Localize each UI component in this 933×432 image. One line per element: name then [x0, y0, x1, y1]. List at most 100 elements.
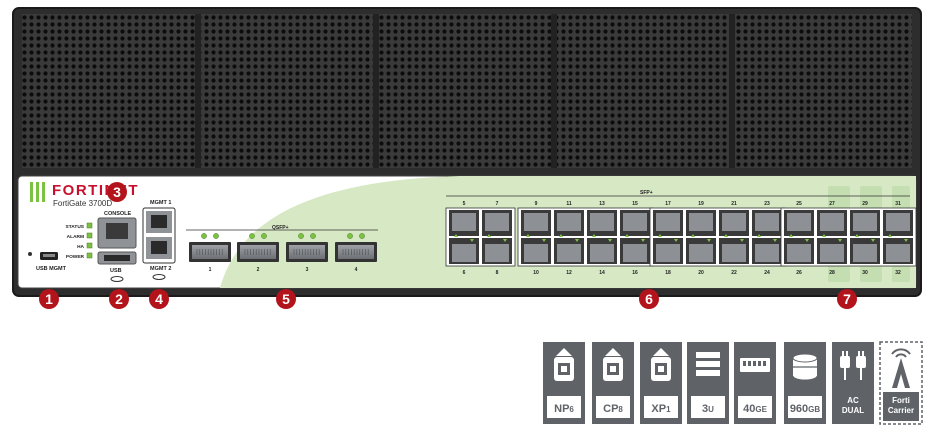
callout-5: 5	[276, 289, 296, 309]
sfp-port-label: 18	[665, 270, 671, 276]
usb-label: USB	[110, 268, 122, 274]
sfp-port-12	[554, 238, 584, 264]
feature-label: 960GB	[790, 403, 821, 415]
feature-label: 40GE	[743, 403, 767, 415]
sfp-port-15	[620, 210, 650, 237]
callout-7: 7	[837, 289, 857, 309]
feature-tile-5: 40GE	[734, 342, 776, 424]
sfp-port-20	[686, 238, 716, 264]
sfp-port-label: 26	[796, 270, 802, 276]
sfp-port-label: 9	[535, 201, 538, 207]
feature-label-line2: DUAL	[842, 406, 864, 415]
sfp-port-label: 27	[829, 201, 835, 207]
sfp-port-8	[482, 238, 512, 264]
feature-label: XP1	[651, 403, 671, 415]
sfp-port-label: 6	[463, 270, 466, 276]
chip-upload-icon	[603, 348, 623, 381]
sfp-port-17	[653, 210, 683, 237]
sfp-port-label: 15	[632, 201, 638, 207]
status-led-power	[86, 252, 93, 259]
sfp-port-16	[620, 238, 650, 264]
usb-mgmt-port: USB MGMT	[28, 252, 67, 272]
sfp-port-label: 20	[698, 270, 704, 276]
sfp-port-label: 23	[764, 201, 770, 207]
sfp-port-label: 5	[463, 201, 466, 207]
sfp-port-label: 22	[731, 270, 737, 276]
mgmt2-label: MGMT 2	[150, 266, 171, 272]
callout-1: 1	[39, 289, 59, 309]
qsfp-port-2: 2	[237, 233, 279, 273]
sfp-port-24	[752, 238, 782, 264]
ac-plug-icon	[840, 351, 866, 380]
sfp-port-label: 13	[599, 201, 605, 207]
usb-mgmt-label: USB MGMT	[36, 266, 67, 272]
sfp-port-label: 28	[829, 270, 835, 276]
callout-number: 5	[282, 291, 290, 307]
sfp-port-19	[686, 210, 716, 237]
sfp-port-23	[752, 210, 782, 237]
sfp-port-18	[653, 238, 683, 264]
sfp-port-25	[784, 210, 814, 237]
sfp-port-label: 31	[895, 201, 901, 207]
status-led-label-alarm: ALARM	[67, 234, 84, 240]
sfp-port-14	[587, 238, 617, 264]
sfp-port-26	[784, 238, 814, 264]
sfp-port-label: 30	[862, 270, 868, 276]
callout-number: 4	[155, 291, 163, 307]
feature-tile-3: XP1	[640, 342, 682, 424]
mgmt-ports: MGMT 1 MGMT 2	[142, 200, 176, 280]
sfp-port-29	[850, 210, 880, 237]
callout-number: 7	[843, 291, 851, 307]
sfp-port-30	[850, 238, 880, 264]
database-icon	[792, 353, 818, 381]
feature-label: AC	[847, 396, 859, 405]
feature-tile-1: NP6	[543, 342, 585, 424]
sfp-port-label: 11	[566, 201, 572, 207]
callout-6: 6	[639, 289, 659, 309]
feature-tile-4: 3U	[687, 342, 729, 424]
sfp-port-label: 21	[731, 201, 737, 207]
qsfp-port-4: 4	[335, 233, 377, 273]
status-led-alarm	[86, 232, 93, 239]
qsfp-port-3: 3	[286, 233, 328, 273]
sfp-label: SFP+	[640, 190, 653, 196]
sfp-port-31	[883, 210, 913, 237]
qsfp-port-1: 1	[189, 233, 231, 273]
sfp-port-label: 25	[796, 201, 802, 207]
sfp-port-label: 17	[665, 201, 671, 207]
sfp-port-label: 8	[496, 270, 499, 276]
callout-number: 2	[115, 291, 123, 307]
sfp-port-label: 19	[698, 201, 704, 207]
sfp-port-label: 24	[764, 270, 770, 276]
feature-label: CP8	[603, 403, 623, 415]
chip-upload-icon	[651, 348, 671, 381]
qsfp-label: QSFP+	[272, 225, 289, 231]
feature-label: 3U	[702, 403, 714, 415]
sfp-port-28	[817, 238, 847, 264]
status-led-label-power: POWER	[66, 254, 85, 260]
sfp-port-label: 29	[862, 201, 868, 207]
sfp-port-label: 16	[632, 270, 638, 276]
status-led-label-ha: HA	[77, 244, 84, 250]
sfp-port-5	[449, 210, 479, 237]
callout-3: 3	[107, 182, 127, 202]
feature-label: Forti	[892, 396, 910, 405]
feature-tile-6: 960GB	[784, 342, 826, 424]
callout-4: 4	[149, 289, 169, 309]
qsfp-port-label: 4	[355, 267, 358, 273]
chip-upload-icon	[554, 348, 574, 381]
sfp-port-7	[482, 210, 512, 237]
sfp-port-label: 14	[599, 270, 605, 276]
sfp-port-label: 10	[533, 270, 539, 276]
feature-label-line2: Carrier	[888, 406, 914, 415]
model-name: FortiGate 3700D	[53, 199, 112, 208]
sfp-port-32	[883, 238, 913, 264]
